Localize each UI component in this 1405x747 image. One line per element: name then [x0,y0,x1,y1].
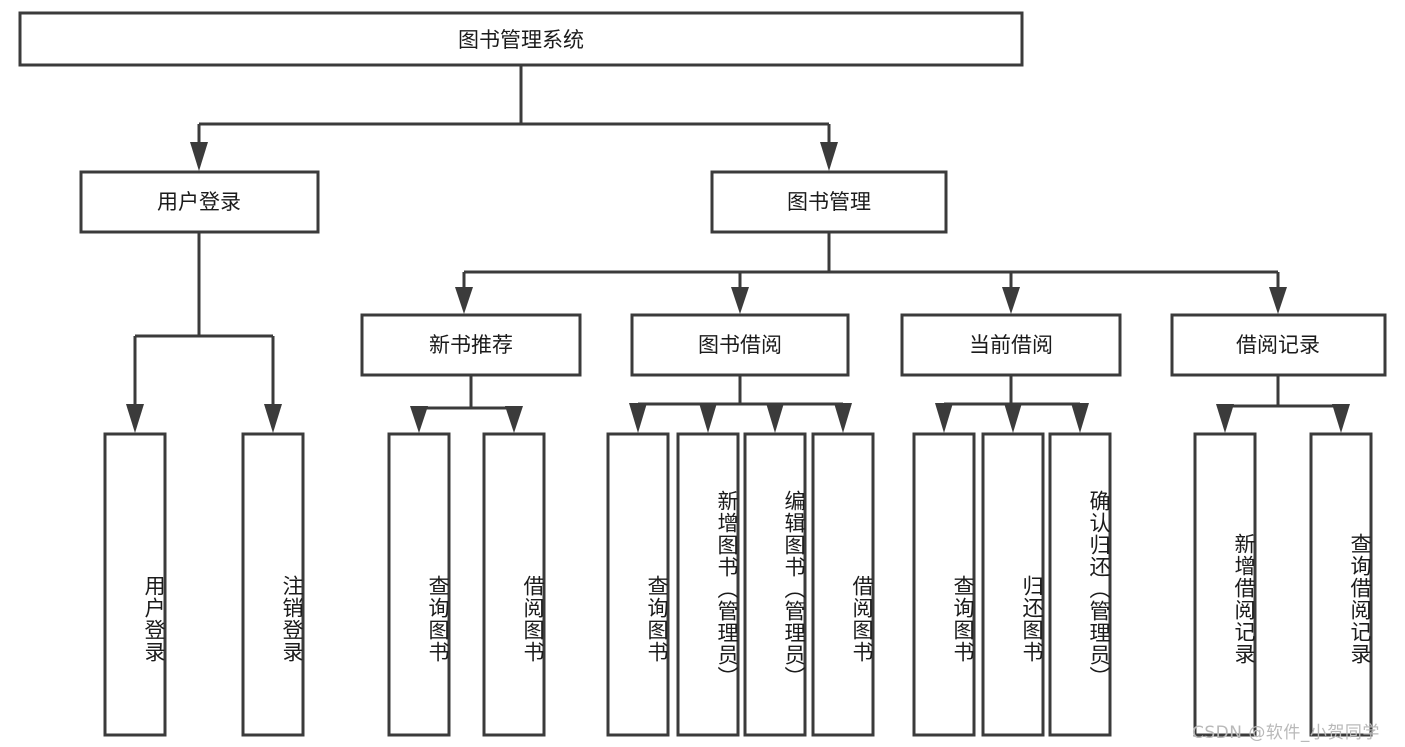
arrow-head-cb-confirm [1071,403,1089,433]
arrow-head-leaf-logout [264,404,282,433]
leaf-box-nb-borrow[interactable] [482,432,546,737]
leaf-box-bb-query[interactable] [606,432,670,737]
leaf-box-br-query[interactable] [1309,432,1373,737]
arrow-head-br-add [1216,404,1234,433]
node-book-management-label: 图书管理 [787,190,871,214]
leaf-box-nb-query[interactable] [387,432,451,737]
leaf-box-bb-borrow[interactable] [811,432,875,737]
leaf-box-cb-query[interactable] [912,432,976,737]
leaf-box-cb-return[interactable] [981,432,1045,737]
arrow-head-book-mgmt [820,142,838,171]
leaf-box-logout[interactable] [241,432,305,737]
node-new-book-recommend-box [360,313,582,377]
node-borrow-record[interactable]: 借阅记录 [1170,313,1387,377]
node-root-system-label: 图书管理系统 [458,28,584,52]
node-current-borrow-label: 当前借阅 [969,333,1053,357]
arrow-head-user-login [190,142,208,171]
node-book-borrow-box [630,313,850,377]
node-user-login-box [79,170,320,234]
node-borrow-record-label: 借阅记录 [1236,333,1320,357]
arrow-head-newbook-borrow [505,406,523,433]
node-book-management[interactable]: 图书管理 [710,170,948,234]
arrow-head-bb-edit [766,403,784,433]
node-borrow-record-box [1170,313,1387,377]
csdn-watermark: CSDN @软件_小贺同学 [1192,723,1380,743]
arrow-head-bb-borrow [834,403,852,433]
leaf-box-cb-confirm[interactable] [1048,432,1112,737]
leaf-box-br-add[interactable] [1193,432,1257,737]
node-new-book-recommend-label: 新书推荐 [429,333,513,357]
connector-group [126,65,1350,433]
arrow-head-br-query [1332,404,1350,433]
node-root-system-box [18,11,1024,67]
arrow-head-cb-return [1004,403,1022,433]
node-book-management-box [710,170,948,234]
node-user-login-label: 用户登录 [157,190,241,214]
arrow-head-current-borrow [1002,287,1020,314]
node-root-system[interactable]: 图书管理系统 [18,11,1024,67]
node-current-borrow-box [900,313,1122,377]
arrow-head-leaf-user-login [126,404,144,433]
node-current-borrow[interactable]: 当前借阅 [900,313,1122,377]
arrow-head-bb-add [699,403,717,433]
node-book-borrow-label: 图书借阅 [698,333,782,357]
leaf-box-group [103,432,1373,737]
arrow-head-cb-query [935,403,953,433]
leaf-box-bb-add[interactable] [676,432,740,737]
leaf-box-bb-edit[interactable] [743,432,807,737]
arrow-head-book-borrow [731,287,749,314]
arrow-head-borrow-record [1269,287,1287,314]
node-book-borrow[interactable]: 图书借阅 [630,313,850,377]
leaf-box-user-login[interactable] [103,432,167,737]
arrow-head-bb-query [629,403,647,433]
node-user-login[interactable]: 用户登录 [79,170,320,234]
arrow-head-new-book-rec [455,287,473,314]
node-new-book-recommend[interactable]: 新书推荐 [360,313,582,377]
arrow-head-newbook-query [410,406,428,433]
